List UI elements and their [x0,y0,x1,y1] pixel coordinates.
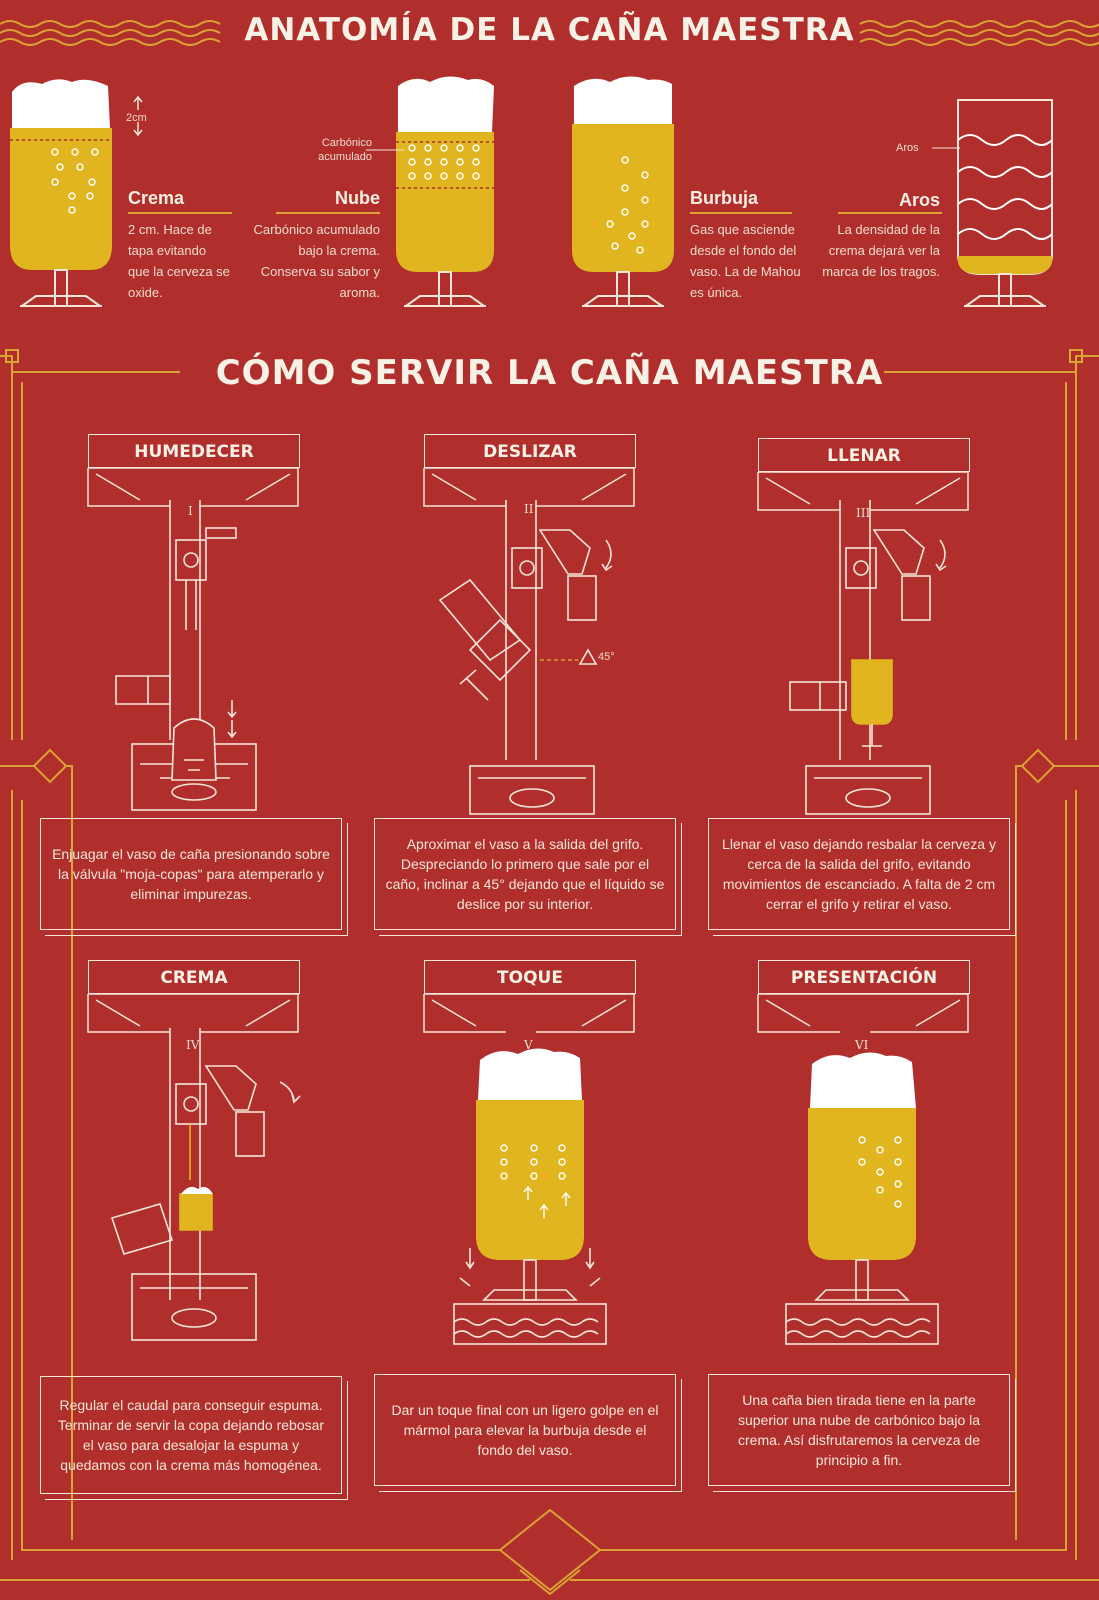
step-text-presentacion: Una caña bien tirada tiene en la parte s… [708,1374,1016,1492]
corner-square-left [5,349,19,363]
step-text-llenar: Llenar el vaso dejando resbalar la cerve… [708,818,1016,936]
step-numeral-4: IV [186,1038,200,1052]
burbuja-text: Gas que asciende desde el fondo del vaso… [690,222,801,300]
step-text-1: Enjuagar el vaso de caña presionando sob… [52,846,330,902]
aros-callout: Aros [896,142,919,154]
step-numeral-2: II [524,502,534,516]
step-header-crema: CREMA [88,960,300,994]
step-header-deslizar: DESLIZAR [424,434,636,468]
title-wave-left [0,20,221,46]
crema-text: 2 cm. Hace de tapa evitando que la cerve… [128,222,230,300]
glass-burbuja-icon [572,76,674,307]
crema-label: Crema [128,188,185,208]
glass-aros-icon [932,99,1053,307]
aros-text: La densidad de la crema dejará ver la ma… [822,222,940,279]
step-header-toque: TOQUE [424,960,636,994]
step-text-deslizar: Aproximar el vaso a la salida del grifo.… [374,818,682,936]
height-note: 2cm [126,112,147,124]
glass-toque-icon [453,1048,607,1345]
step-text-2: Aproximar el vaso a la salida del grifo.… [385,836,665,912]
howto-title: CÓMO SERVIR LA CAÑA MAESTRA [215,353,884,393]
nube-text: Carbónico acumulado bajo la crema. Conse… [253,222,380,300]
corner-square-right [1069,349,1083,363]
step-header-presentacion: PRESENTACIÓN [758,960,970,994]
step-numeral-3: III [856,506,871,520]
step-text-crema: Regular el caudal para conseguir espuma.… [40,1376,348,1500]
step-text-6: Una caña bien tirada tiene en la parte s… [737,1392,981,1468]
step-numeral-1: I [188,504,193,518]
title-wave-right [859,20,1099,46]
tap-tower-step3-icon [789,500,947,815]
header-bases [87,467,969,1033]
glass-crema-icon [10,79,143,307]
step-header-humedecer: HUMEDECER [88,434,300,468]
step-header-llenar: LLENAR [758,438,970,472]
anatomy-title: ANATOMÍA DE LA CAÑA MAESTRA [244,12,855,48]
tap-tower-step4-icon [110,1028,301,1341]
step-text-4: Regular el caudal para conseguir espuma.… [57,1397,325,1473]
burbuja-label: Burbuja [690,188,759,208]
tap-tower-step2-icon [438,500,613,815]
nube-label: Nube [335,188,380,208]
glass-presentacion-icon [785,1052,939,1345]
frame-border [0,355,1099,1596]
tap-tower-step1-icon [115,500,257,811]
step-numeral-6: VI [855,1038,869,1052]
step-text-toque: Dar un toque final con un ligero golpe e… [374,1374,682,1492]
step-text-3: Llenar el vaso dejando resbalar la cerve… [722,836,996,912]
step-text-5: Dar un toque final con un ligero golpe e… [391,1402,659,1458]
aros-label: Aros [898,190,940,210]
step-numeral-5: V [524,1038,533,1052]
angle-label: 45° [598,651,615,663]
step-text-humedecer: Enjuagar el vaso de caña presionando sob… [40,818,348,936]
nube-callout: Carbónico acumulado [318,137,372,163]
glass-nube-icon [366,76,494,307]
